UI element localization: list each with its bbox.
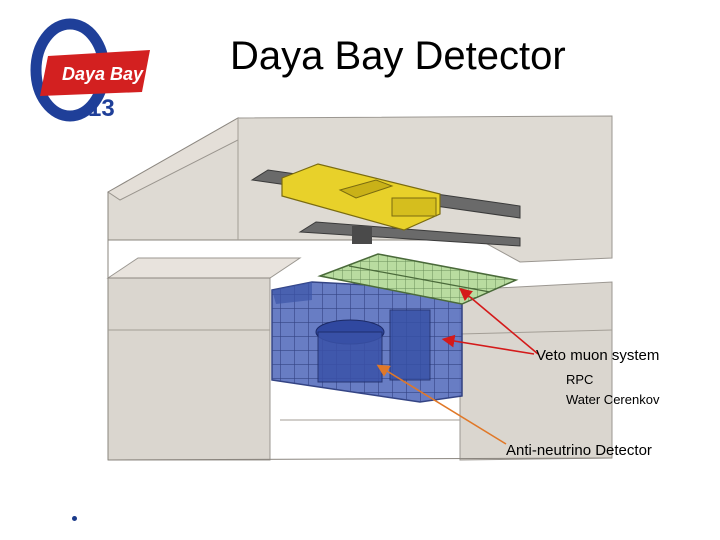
rpc-label: RPC (566, 372, 593, 387)
antineutrino-detector-label: Anti-neutrino Detector (506, 442, 652, 459)
water-cerenkov-label: Water Cerenkov (566, 392, 659, 407)
bullet-dot (72, 516, 77, 521)
veto-label: Veto muon system (536, 347, 659, 364)
water-pool (272, 282, 462, 402)
